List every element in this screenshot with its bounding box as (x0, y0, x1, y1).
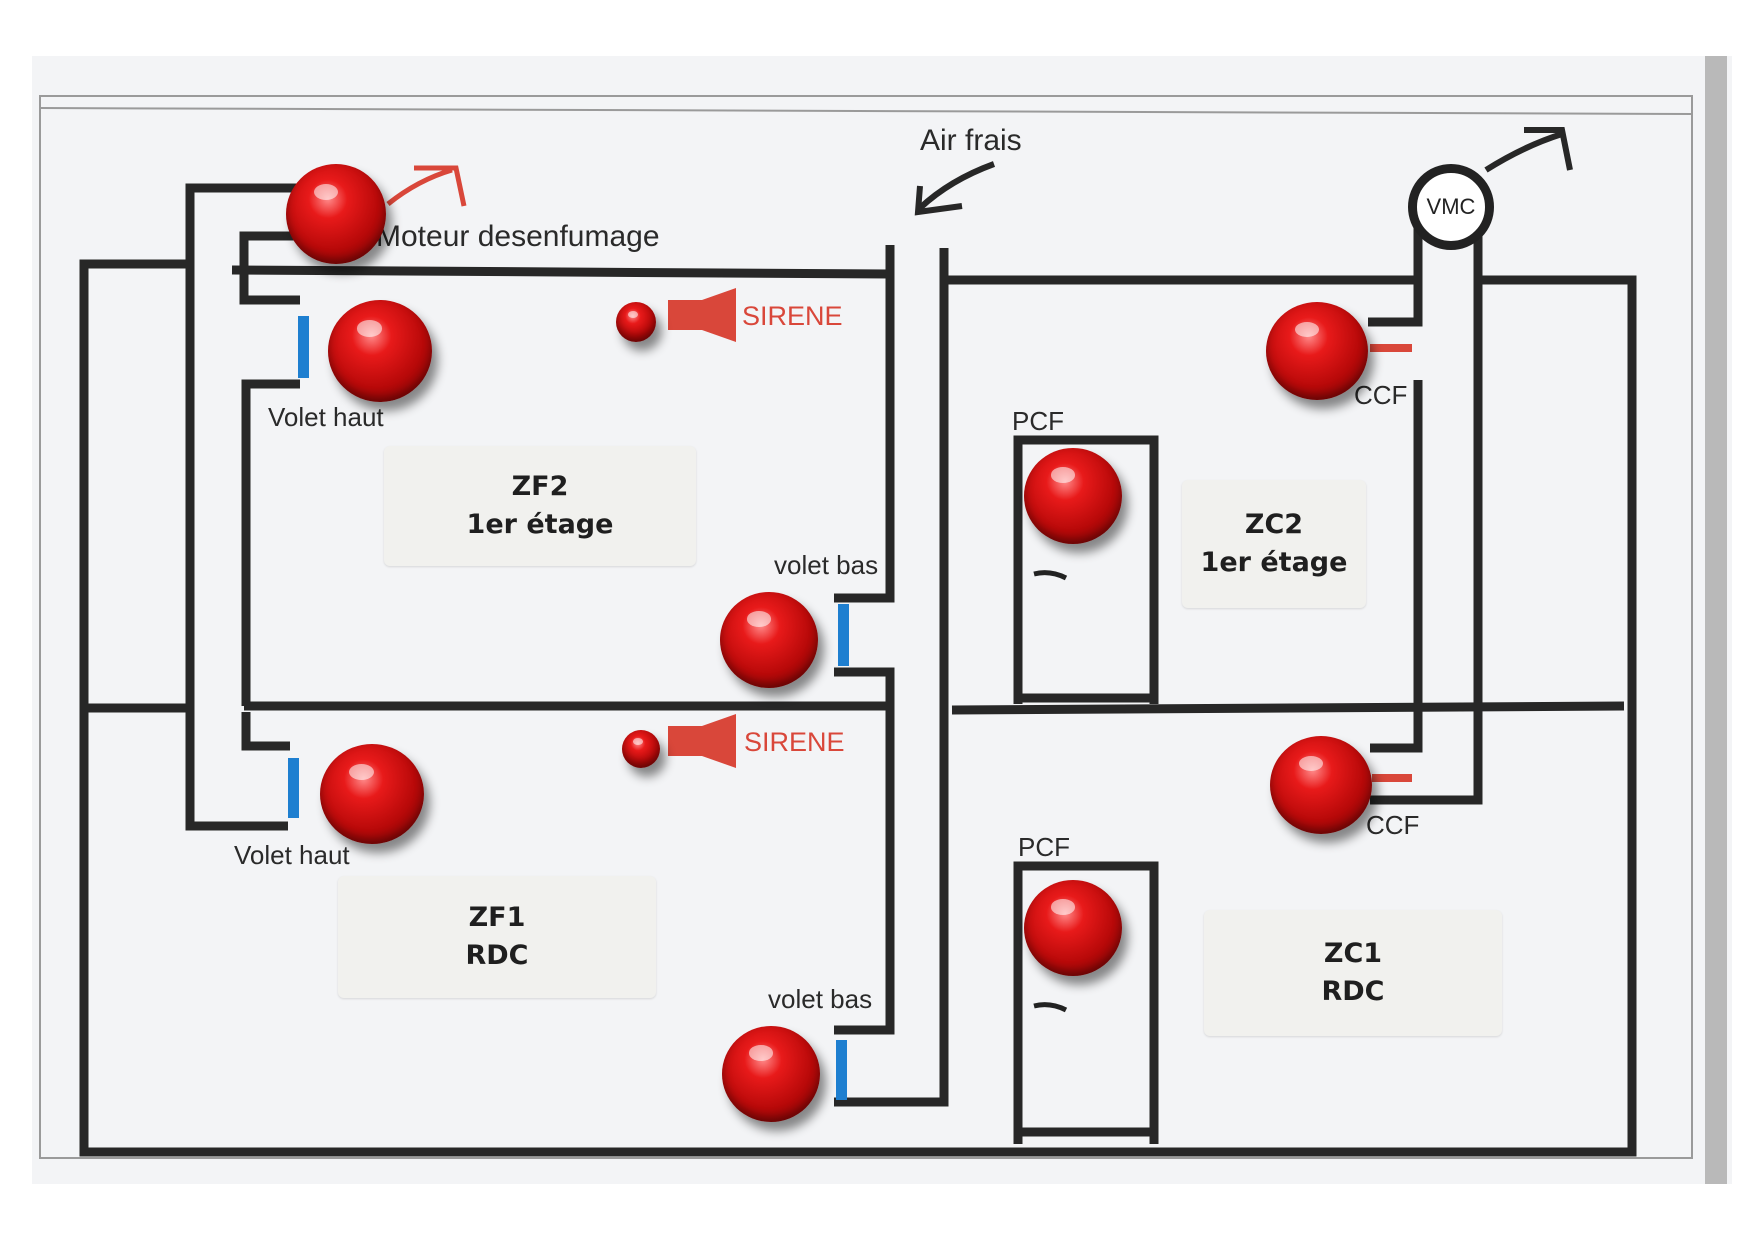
air-frais-label: Air frais (920, 124, 1022, 157)
damper-markers (288, 316, 849, 1100)
lamp-ccf-zc2[interactable] (1266, 302, 1368, 400)
lamp-volet-bas-zf1[interactable] (722, 1026, 820, 1122)
board-edge (1705, 56, 1727, 1184)
volet-bas-label-zf1: volet bas (768, 984, 873, 1014)
arrow-in-icon (917, 161, 996, 211)
sirene-label-zf1: SIRENE (744, 727, 845, 757)
zone-card-zf2: ZF2 1er étage (384, 446, 696, 566)
arrow-out-icon-head (414, 165, 467, 207)
zone-name-zc1: ZC1 (1323, 938, 1383, 970)
volet-haut-label-zf2: Volet haut (268, 402, 384, 432)
zone-level-zc2: 1er étage (1200, 547, 1348, 578)
speaker-icon (668, 714, 736, 768)
arrow-in-icon-head (914, 185, 963, 216)
zone-card-zf1: ZF1 RDC (338, 876, 656, 998)
sirene-label-zf2: SIRENE (742, 301, 843, 331)
duct-lines (79, 183, 1637, 1157)
lamp-sirene-zf1[interactable] (622, 730, 660, 768)
board-frame-line (39, 107, 1693, 115)
zone-level-zf1: RDC (465, 940, 529, 971)
zone-card-zc2: ZC2 1er étage (1182, 480, 1366, 608)
arrow-out-icon (386, 167, 453, 206)
vmc-arrow-icon (1484, 131, 1563, 173)
lamp-pcf-zc1[interactable] (1024, 880, 1122, 976)
lamp-moteur-desenfumage[interactable] (286, 164, 386, 264)
vmc-arrow-icon-head (1524, 127, 1573, 171)
lamp-volet-bas-zf2[interactable] (720, 592, 818, 688)
board-frame (39, 95, 1693, 1159)
ccf-label-zc1: CCF (1366, 810, 1420, 840)
volet-bas-label-zf2: volet bas (774, 550, 879, 580)
lamp-volet-haut-zf1[interactable] (320, 744, 424, 844)
ccf-label-zc2: CCF (1354, 380, 1408, 410)
vmc-unit: VMC (1408, 164, 1494, 250)
ccf-markers (1370, 344, 1412, 782)
lamp-volet-haut-zf2[interactable] (328, 300, 432, 402)
zone-card-zc1: ZC1 RDC (1204, 910, 1502, 1036)
door-handle-icon (1033, 1002, 1068, 1013)
speaker-icon (668, 288, 736, 342)
lamp-sirene-zf2[interactable] (616, 302, 656, 342)
pcf-label-zc2: PCF (1012, 406, 1064, 436)
door-handle-icon (1033, 570, 1068, 581)
zone-name-zf1: ZF1 (468, 902, 526, 934)
zone-name-zc2: ZC2 (1244, 509, 1304, 541)
pcf-label-zc1: PCF (1018, 832, 1070, 862)
moteur-desenfumage-label: Moteur desenfumage (376, 220, 660, 253)
vmc-label: VMC (1426, 194, 1476, 219)
lamp-ccf-zc1[interactable] (1270, 736, 1372, 834)
zone-name-zf2: ZF2 (511, 471, 569, 503)
lamp-pcf-zc2[interactable] (1024, 448, 1122, 544)
volet-haut-label-zf1: Volet haut (234, 840, 350, 870)
zone-level-zc1: RDC (1321, 976, 1385, 1007)
zone-level-zf2: 1er étage (466, 509, 614, 540)
